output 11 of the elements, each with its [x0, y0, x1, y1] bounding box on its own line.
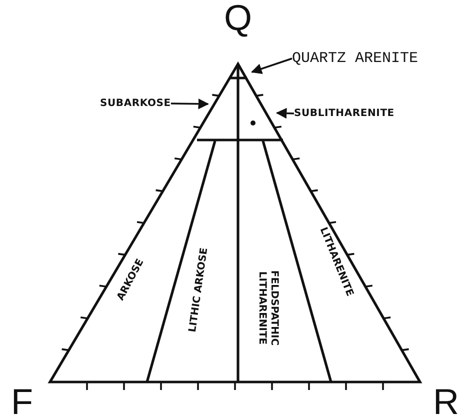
classification-label: QUARTZ ARENITE [292, 50, 418, 67]
vertex-label: R [433, 384, 459, 419]
vertex-label: Q [224, 0, 252, 36]
vertex-label: F [11, 384, 33, 419]
classification-label: SUBARKOSE [100, 98, 171, 109]
leader-arrow [250, 58, 292, 74]
field-label: FELDSPATHIC LITHARENITE [256, 269, 280, 348]
leader-arrow [170, 98, 210, 110]
field-label: LITHIC ARKOSE [187, 247, 211, 333]
classification-label: SUBLITHARENITE [294, 108, 394, 119]
leader-arrow [276, 108, 294, 119]
